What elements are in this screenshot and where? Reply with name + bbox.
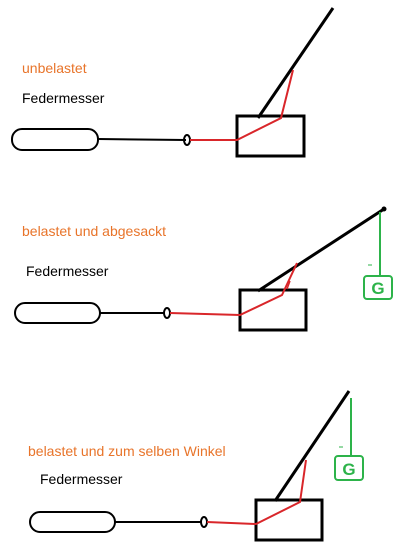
spring-scale-body [14, 302, 101, 324]
spring-scale-body [29, 511, 116, 533]
weight-label: G [371, 279, 384, 298]
state-label-unloaded: unbelastet [22, 60, 87, 76]
weight-label: G [342, 460, 355, 479]
spring-scale-label: Federmesser [26, 263, 109, 279]
spring-scale-label: Federmesser [22, 90, 105, 106]
lever-arm [256, 7, 335, 119]
weight-box [363, 275, 393, 300]
lever-arm [273, 390, 351, 502]
panel-loaded-same-angle: belastet und zum selben Winkel Federmess… [28, 390, 364, 542]
pivot-frame [254, 498, 324, 542]
weight-box [334, 455, 364, 481]
panel-loaded-sagged: belastet und abgesackt Federmesser G [14, 206, 393, 332]
lever-tip [381, 206, 387, 212]
scale-hook [183, 134, 191, 146]
spring-scale-label: Federmesser [40, 471, 123, 487]
panel-unloaded: unbelastet Federmesser [11, 7, 335, 158]
string [169, 262, 298, 317]
string [206, 459, 307, 526]
pivot-frame [235, 114, 306, 158]
state-label-loaded-sagged: belastet und abgesackt [22, 223, 166, 239]
state-label-loaded-same-angle: belastet und zum selben Winkel [28, 443, 226, 459]
string [190, 69, 294, 141]
string-mark [286, 280, 291, 290]
scale-hook [163, 307, 171, 319]
spring-scale-body [11, 128, 99, 151]
lever-arm [257, 207, 385, 293]
pivot-frame [238, 288, 308, 332]
scale-rod [97, 138, 187, 141]
scale-hook [200, 516, 208, 528]
